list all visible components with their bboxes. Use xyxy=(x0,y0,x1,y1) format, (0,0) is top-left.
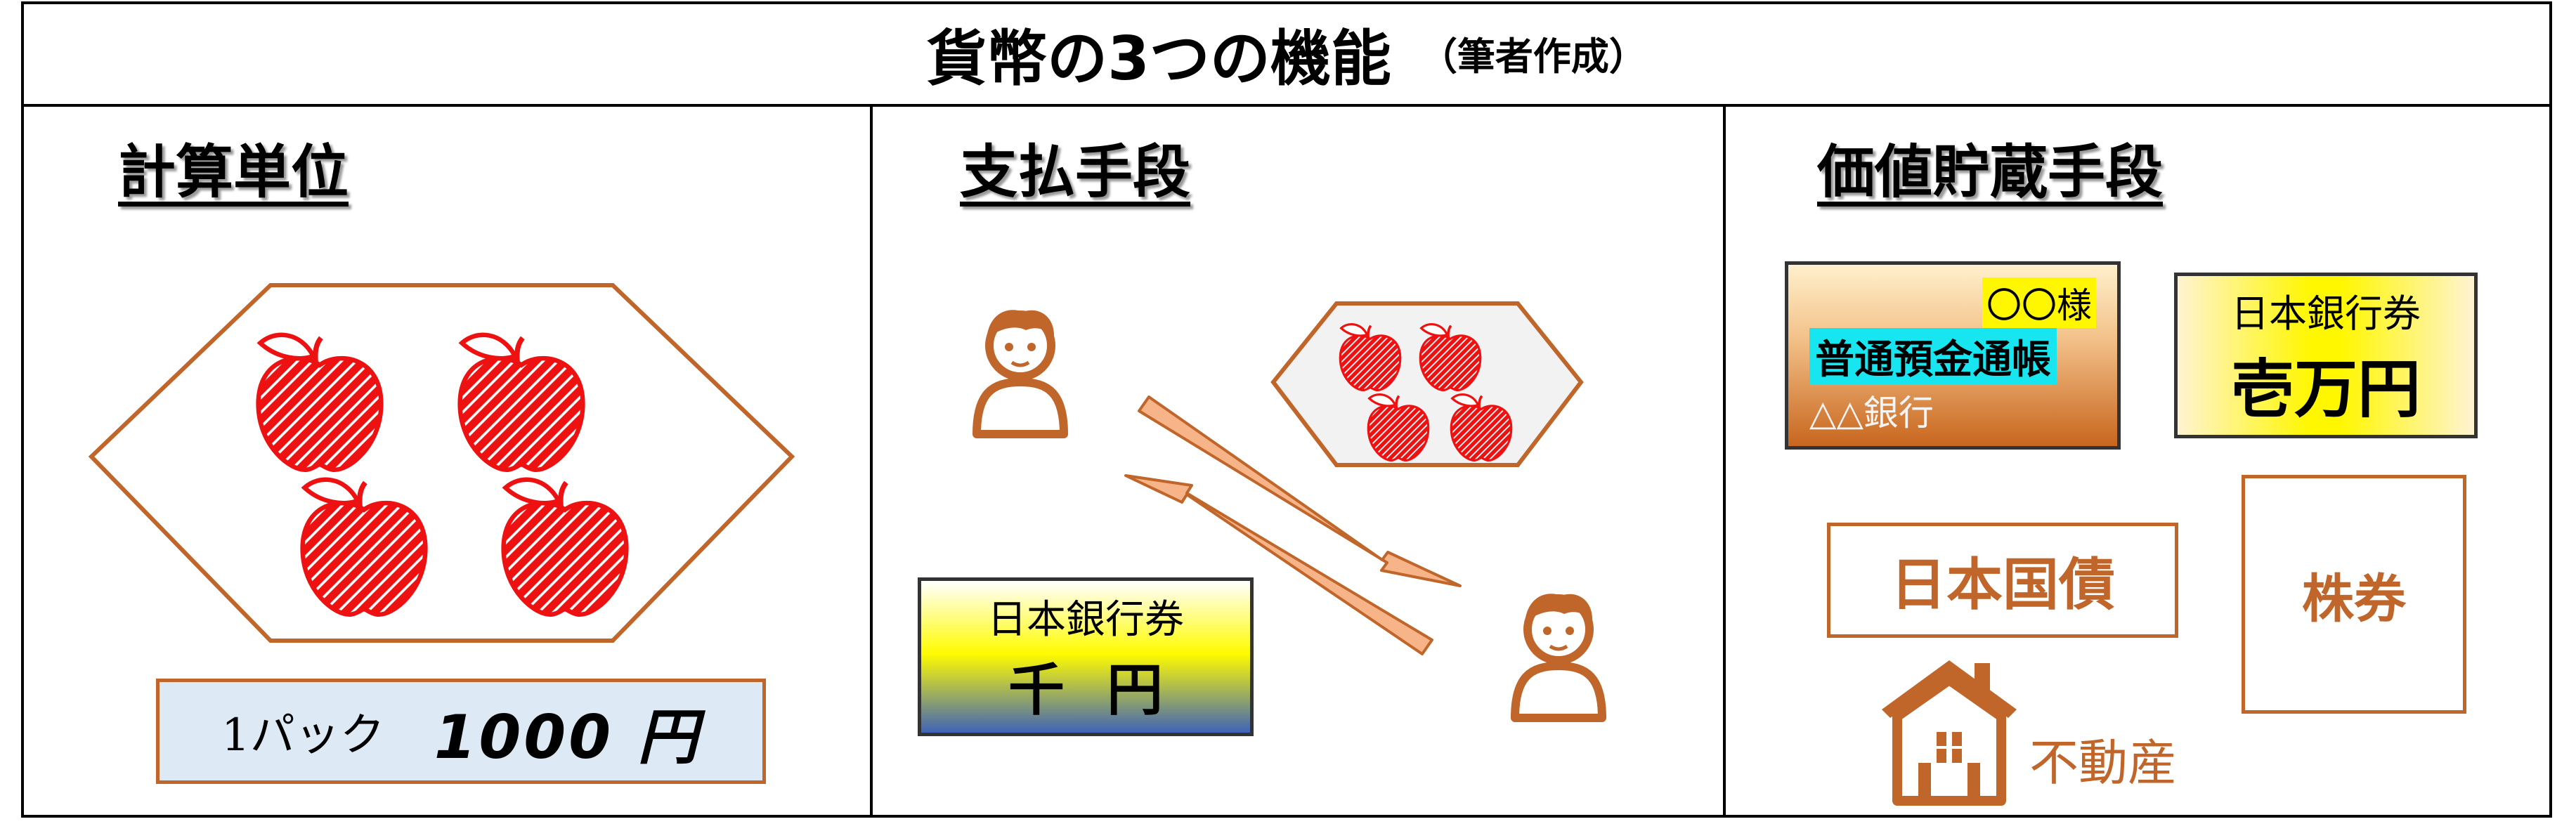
banknote-value: 壱万円 xyxy=(2231,352,2421,426)
stock-certificate-box: 株券 xyxy=(2242,475,2466,714)
savings-passbook: 〇〇様 普通預金通帳 △△銀行 xyxy=(1785,261,2121,450)
price-label: 1パック 1000 円 xyxy=(156,679,766,784)
section-heading-unit-of-account: 計算単位 xyxy=(118,139,349,206)
payment-arrow xyxy=(1138,395,1462,587)
section-heading-means-of-payment: 支払手段 xyxy=(960,139,1191,206)
banknote-issuer: 日本銀行券 xyxy=(2231,291,2421,336)
house-icon xyxy=(1882,660,2017,806)
price-amount: 1000 円 xyxy=(434,702,701,773)
goods-arrow xyxy=(1124,474,1433,655)
title-bar: 貨幣の3つの機能 （筆者作成） xyxy=(21,1,2552,104)
diagram-frame xyxy=(21,1,2552,818)
banknote-issuer: 日本銀行券 xyxy=(987,596,1184,643)
real-estate-label: 不動産 xyxy=(2029,734,2177,792)
passbook-owner: 〇〇様 xyxy=(1982,277,2096,328)
passbook-title: 普通預金通帳 xyxy=(1809,328,2057,385)
ten-thousand-yen-banknote: 日本銀行券 壱万円 xyxy=(2174,273,2478,438)
banknote-value: 千円 xyxy=(1008,657,1205,723)
diagram-title: 貨幣の3つの機能 xyxy=(926,23,1391,94)
column-divider-1 xyxy=(870,105,873,818)
thousand-yen-banknote: 日本銀行券 千円 xyxy=(918,577,1254,736)
apple-pack-hexagon xyxy=(88,283,795,643)
price-quantity: 1パック xyxy=(221,709,385,761)
passbook-bank: △△銀行 xyxy=(1809,393,1934,433)
seller-person-icon xyxy=(1515,594,1602,718)
title-divider xyxy=(21,104,2552,107)
diagram-title-note: （筆者作成） xyxy=(1419,34,1647,79)
buyer-person-icon xyxy=(977,310,1064,434)
column-divider-2 xyxy=(1723,105,1726,818)
government-bond-box: 日本国債 xyxy=(1827,523,2178,638)
section-heading-store-of-value: 価値貯蔵手段 xyxy=(1817,139,2164,206)
